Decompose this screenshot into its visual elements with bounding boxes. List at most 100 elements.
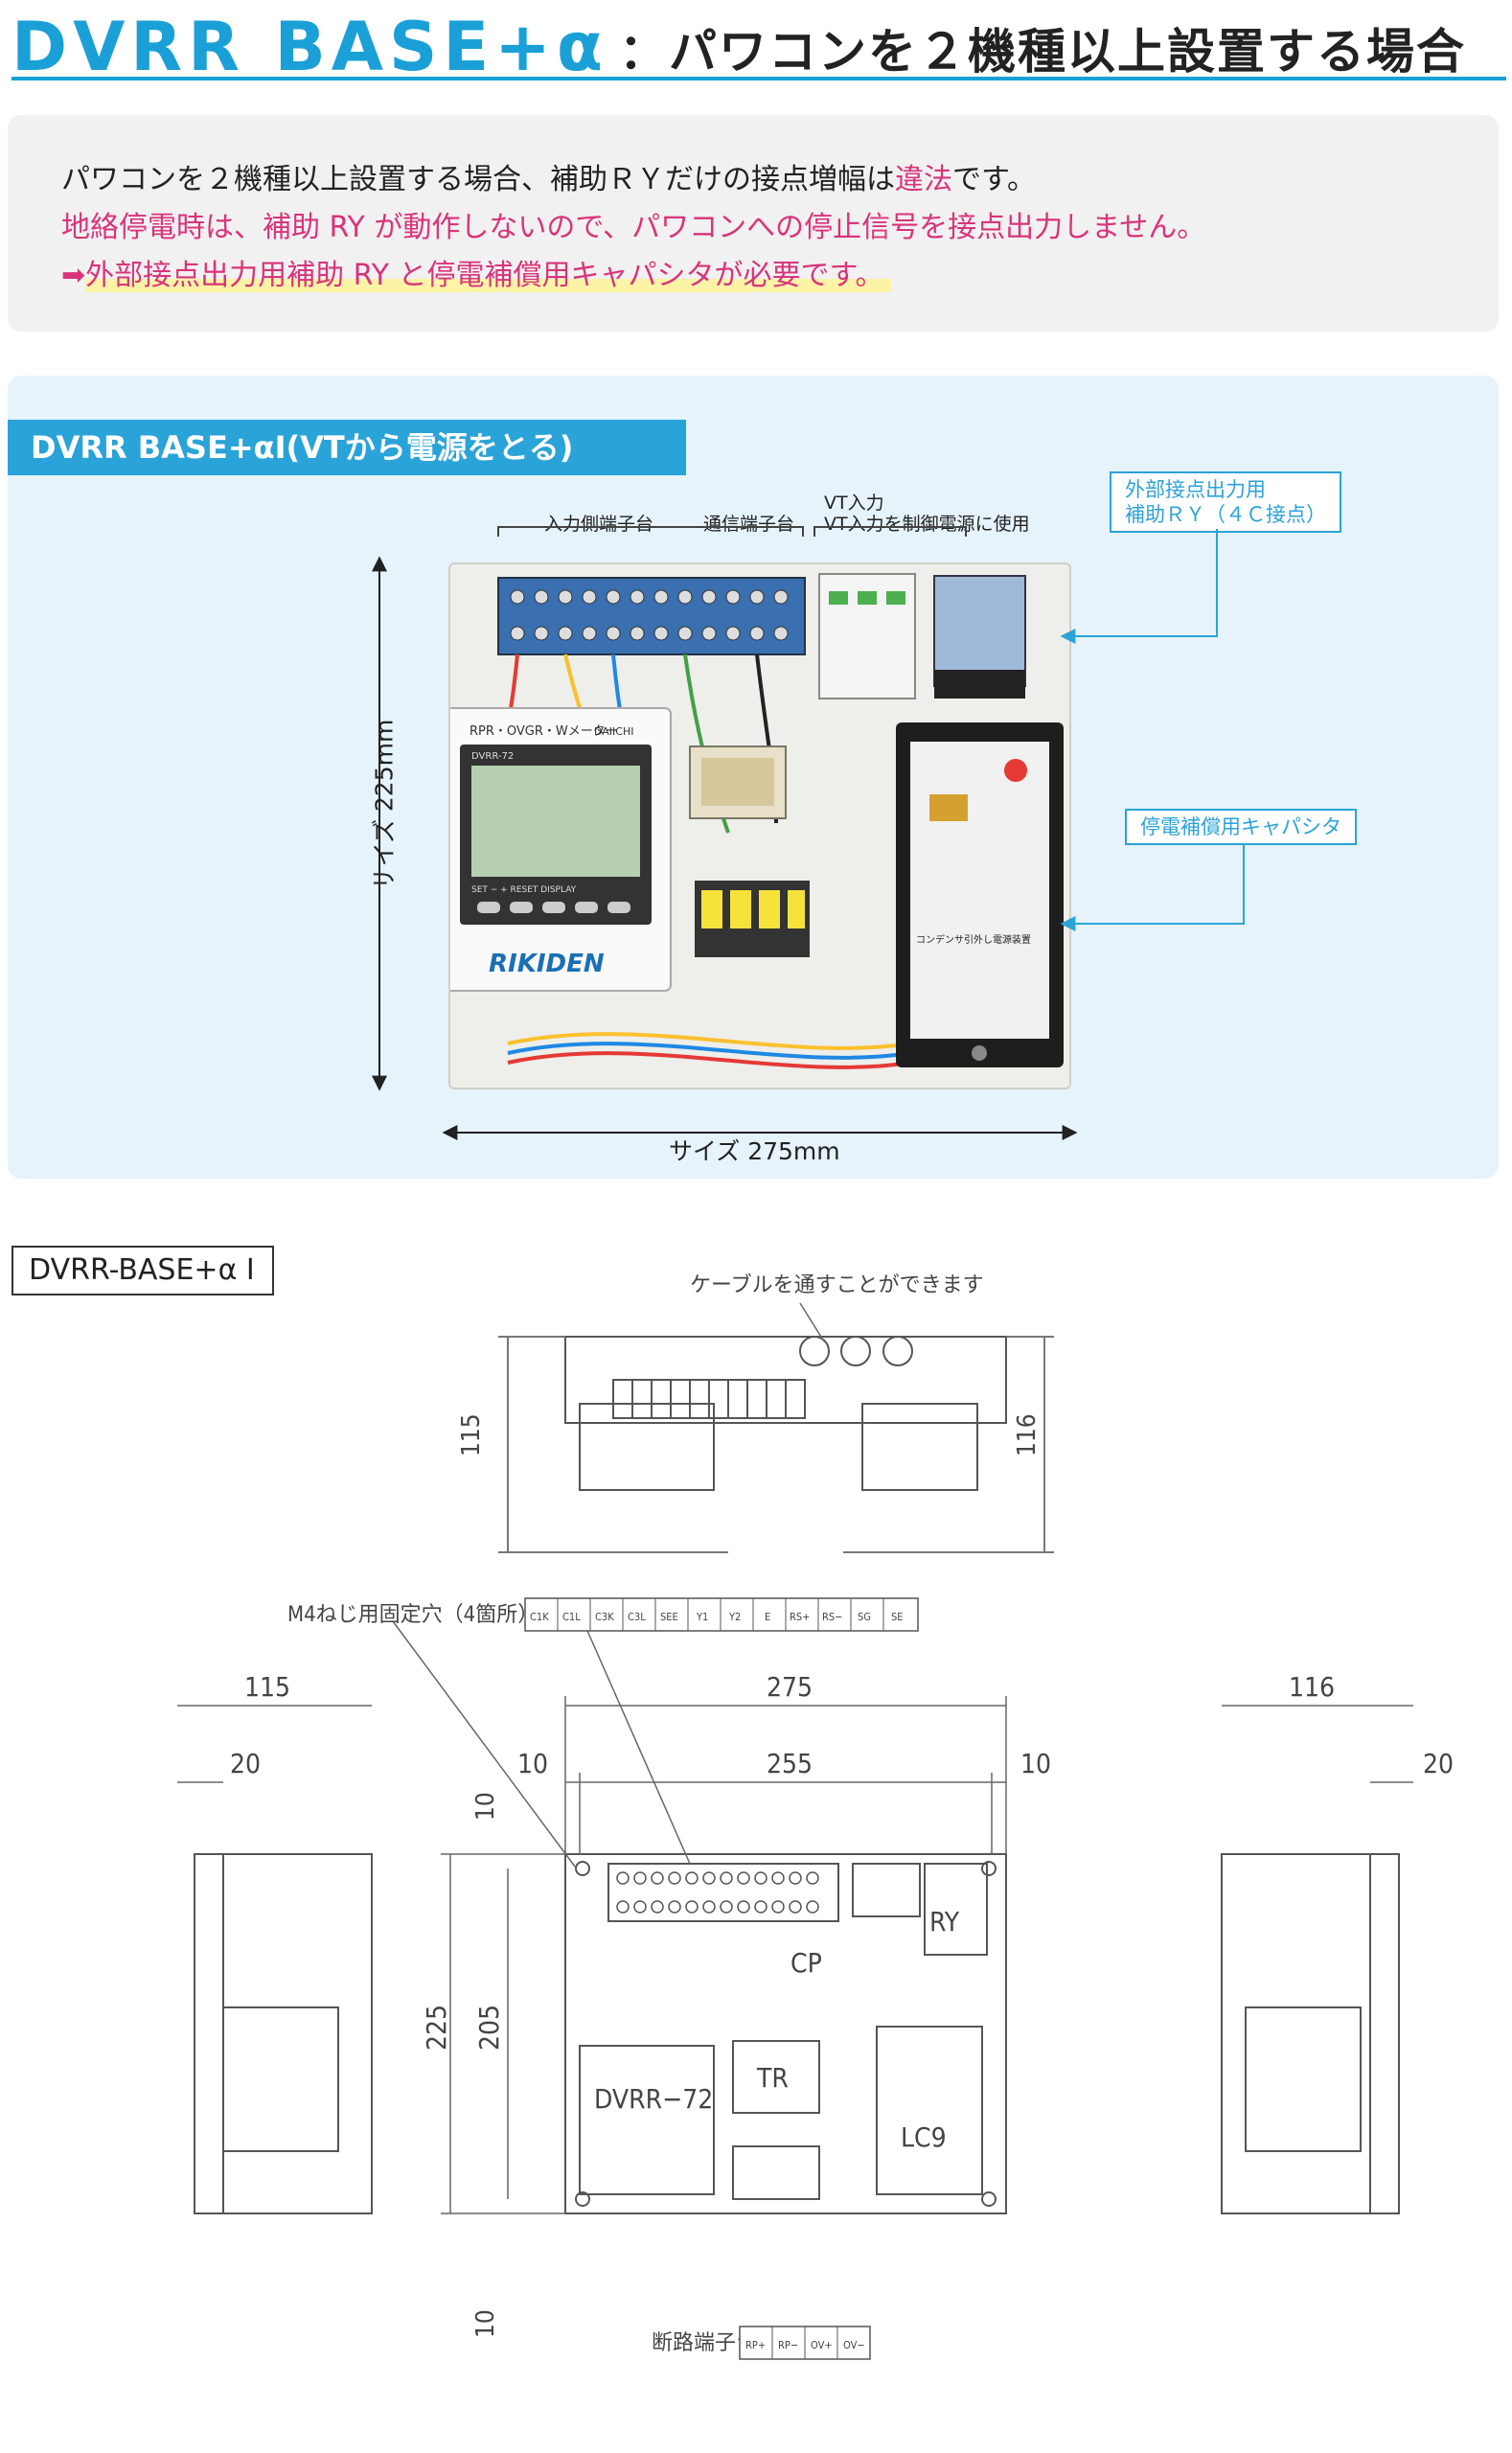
breaker-terminal: OV+ xyxy=(811,2339,833,2351)
terminal-label: Y1 xyxy=(696,1611,708,1623)
fix-hole-1 xyxy=(575,1861,590,1876)
notice-line-3-text: 外部接点出力用補助 RY と停電補償用キャパシタが必要です。 xyxy=(85,259,892,292)
terminal-label: SE xyxy=(891,1611,904,1623)
front-cp xyxy=(852,1863,921,1917)
callout-aux-relay-line2: 補助ＲＹ（４Ｃ接点） xyxy=(1125,503,1326,526)
fix-hole-4 xyxy=(981,2191,997,2207)
product-photo: RPR・OVGR・Wメーター DAIICHI DVRR-72 SET − + R… xyxy=(448,562,1071,1089)
terminal-label: SEE xyxy=(660,1611,678,1623)
cable-hole-2 xyxy=(840,1336,871,1366)
dim-top-left: 115 xyxy=(457,1413,486,1456)
title-underline xyxy=(11,77,1506,80)
breaker-terminal: RP− xyxy=(778,2339,798,2351)
product-illustration: RPR・OVGR・Wメーター DAIICHI DVRR-72 SET − + R… xyxy=(450,573,1064,1069)
top-view-lc9 xyxy=(861,1403,978,1491)
fix-hole-2 xyxy=(981,1861,997,1876)
component-cp: CP xyxy=(790,1947,822,1979)
front-view-body xyxy=(564,1853,1007,2214)
title-row: DVRR BASE+α ：パワコンを２機種以上設置する場合 xyxy=(6,0,1506,86)
dim-10-bottom: 10 xyxy=(471,2309,500,2338)
page-title: DVRR BASE+α xyxy=(11,8,608,86)
arrow-right-icon: ➡ xyxy=(61,259,86,292)
breaker-terminal: RP+ xyxy=(745,2339,766,2351)
callout-aux-relay-line1: 外部接点出力用 xyxy=(1125,478,1266,501)
notice-line-2: 地絡停電時は、補助 RY が動作しないので、パワコンへの停止信号を接点出力しませ… xyxy=(61,211,1206,244)
terminal-label: C3K xyxy=(595,1611,614,1623)
top-view-body xyxy=(564,1336,1007,1424)
terminal-label: E xyxy=(765,1611,770,1623)
callout-aux-relay: 外部接点出力用 補助ＲＹ（４Ｃ接点） xyxy=(1110,471,1341,533)
breaker-terminal: OV− xyxy=(843,2339,865,2351)
terminal-leader xyxy=(584,1623,691,1865)
dim-10-right: 10 xyxy=(1020,1748,1051,1779)
dim-255: 255 xyxy=(767,1748,813,1779)
component-ry: RY xyxy=(929,1906,960,1937)
left-side-component xyxy=(222,2006,339,2152)
dim-right-116: 116 xyxy=(1289,1671,1335,1703)
right-side-view xyxy=(1221,1853,1400,2214)
drawing-label: DVRR-BASE+α Ⅰ xyxy=(11,1246,274,1295)
terminal-label: SG xyxy=(858,1611,871,1623)
dim-275: 275 xyxy=(767,1671,813,1703)
top-view-tr xyxy=(579,1403,715,1491)
notice-line-1-end: です。 xyxy=(952,163,1036,196)
dim-top-right: 116 xyxy=(1013,1413,1042,1456)
size-width-label: サイズ 275mm xyxy=(669,1137,840,1165)
terminal-label: Y2 xyxy=(728,1611,741,1623)
fix-hole-note: M4ねじ用固定穴（4箇所） xyxy=(287,1603,538,1627)
top-view-terminal-row xyxy=(612,1379,806,1419)
terminal-label: C1L xyxy=(562,1611,581,1623)
meter-brand: DAIICHI xyxy=(594,725,634,738)
dim-right-20: 20 xyxy=(1423,1748,1454,1779)
meter-buttons: SET − + RESET DISPLAY xyxy=(471,885,577,895)
dim-225: 225 xyxy=(421,2005,452,2051)
front-dvrr xyxy=(579,2045,715,2195)
dim-10-left: 10 xyxy=(517,1748,548,1779)
front-terminal-block xyxy=(607,1863,839,1922)
terminal-label: C3L xyxy=(628,1611,646,1623)
notice-illegal-word: 違法 xyxy=(895,163,952,196)
dimension-lines xyxy=(177,1696,1413,2214)
terminal-label: C1K xyxy=(530,1611,549,1623)
front-ry xyxy=(924,1863,988,1956)
left-side-plate xyxy=(194,1853,224,2214)
cable-note: ケーブルを通すことができます xyxy=(690,1273,984,1297)
dim-left-115: 115 xyxy=(244,1671,290,1703)
notice-line-1-text: パワコンを２機種以上設置する場合、補助ＲＹだけの接点増幅は xyxy=(61,163,895,196)
component-dvrr: DVRR−72 xyxy=(594,2083,713,2115)
notice-line-1: パワコンを２機種以上設置する場合、補助ＲＹだけの接点増幅は違法です。 xyxy=(61,155,1036,197)
rikiden-logo: RIKIDEN xyxy=(489,950,605,978)
terminal-label: RS+ xyxy=(790,1611,810,1623)
terminal-label: RS− xyxy=(822,1611,842,1623)
front-lc9 xyxy=(876,2026,983,2195)
cable-hole-1 xyxy=(799,1336,830,1366)
photo-panel-tag: DVRR BASE+αⅠ(VTから電源をとる) xyxy=(8,420,686,475)
label-vt-input: VT入力 xyxy=(824,493,884,514)
dim-left-20: 20 xyxy=(230,1748,261,1779)
notice-box: パワコンを２機種以上設置する場合、補助ＲＹだけの接点増幅は違法です。 地絡停電時… xyxy=(8,115,1499,332)
capacitor-label: コンデンサ引外し電源装置 xyxy=(916,933,1031,946)
page-subtitle: ：パワコンを２機種以上設置する場合 xyxy=(619,24,1466,80)
component-tr: TR xyxy=(756,2062,789,2094)
dim-10-top: 10 xyxy=(471,1792,500,1821)
fix-hole-3 xyxy=(575,2191,590,2207)
notice-line-3: ➡外部接点出力用補助 RY と停電補償用キャパシタが必要です。 xyxy=(61,251,892,293)
dim-205: 205 xyxy=(473,2005,505,2051)
breaker-terminal-row: RP+ RP− OV+ OV− xyxy=(739,2326,871,2360)
front-terminal-screws xyxy=(616,1871,819,1914)
right-side-plate xyxy=(1369,1853,1400,2214)
fix-hole-leader xyxy=(392,1620,576,1868)
cable-hole-3 xyxy=(882,1336,913,1366)
front-breaker-block xyxy=(732,2145,820,2200)
front-tr xyxy=(732,2040,820,2114)
right-side-component xyxy=(1245,2006,1362,2152)
meter-model: DVRR-72 xyxy=(471,751,514,762)
meter-title: RPR・OVGR・Wメーター xyxy=(470,724,618,739)
photo-panel: DVRR BASE+αⅠ(VTから電源をとる) 入力側端子台 通信端子台 VT入… xyxy=(8,376,1499,1179)
left-side-view xyxy=(194,1853,373,2214)
terminal-label-row: C1K C1L C3K C3L SEE Y1 Y2 E RS+ RS− SG S… xyxy=(524,1597,919,1632)
component-lc9: LC9 xyxy=(901,2121,947,2153)
cable-note-leader xyxy=(799,1302,825,1342)
